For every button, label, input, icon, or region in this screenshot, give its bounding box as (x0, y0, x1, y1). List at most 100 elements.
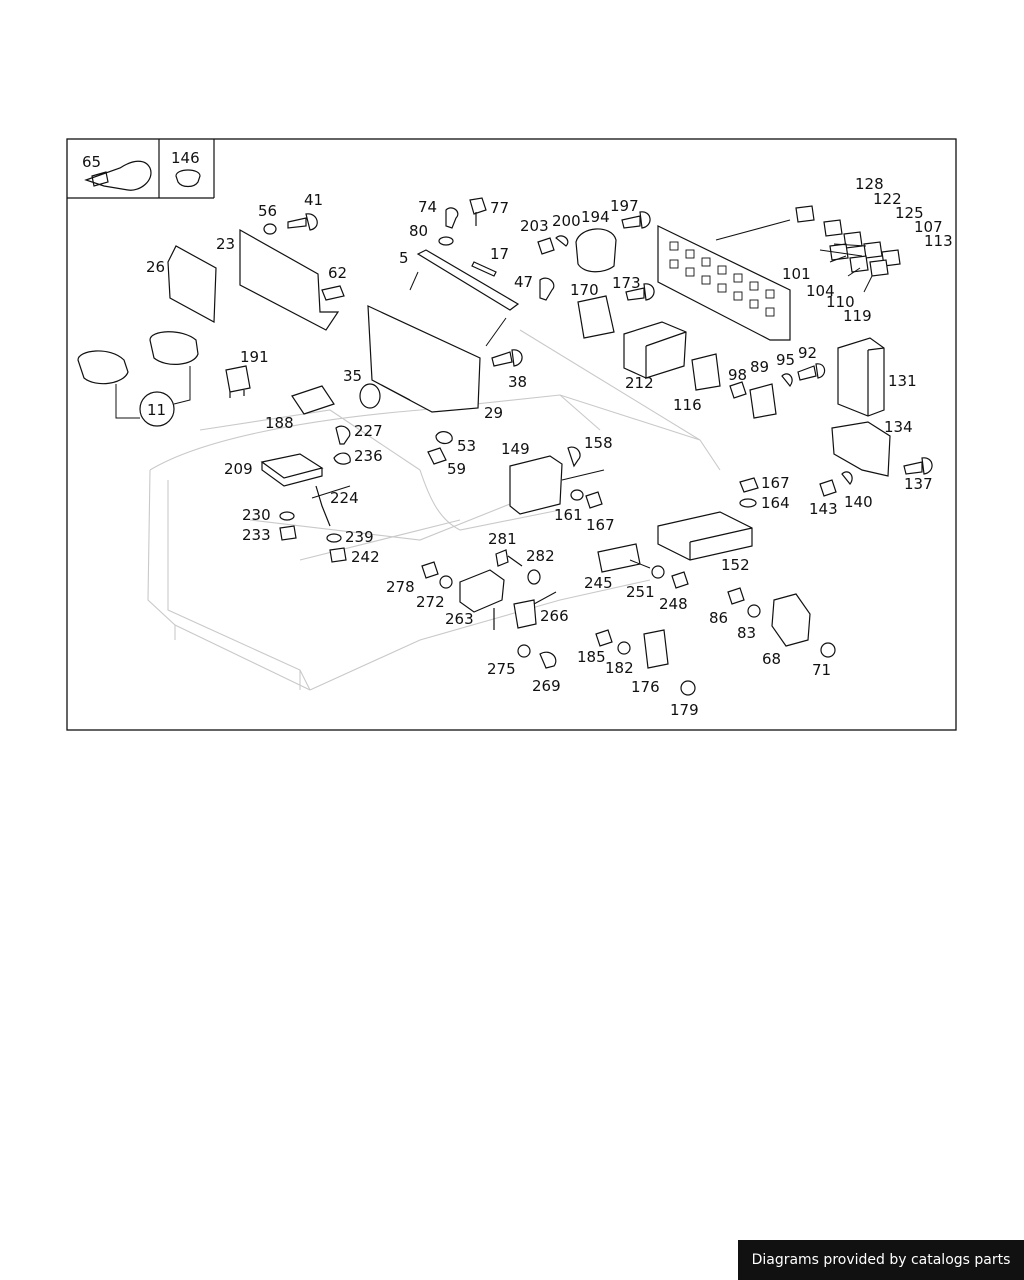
nut-167a (585, 491, 603, 509)
callout-circle-11 (139, 391, 175, 427)
screw-38 (491, 349, 523, 367)
rail-5 (416, 249, 520, 311)
label-272: 272 (416, 593, 445, 611)
washer-251 (651, 565, 665, 579)
nut-143 (819, 479, 837, 497)
washer-239 (326, 533, 342, 543)
label-29: 29 (484, 404, 503, 422)
label-122: 122 (873, 190, 902, 208)
bracket-224 (315, 485, 331, 527)
label-173: 173 (612, 274, 641, 292)
label-116: 116 (673, 396, 702, 414)
label-191: 191 (240, 348, 269, 366)
mount-block-b (149, 331, 199, 365)
label-200: 200 (552, 212, 581, 230)
label-83: 83 (737, 624, 756, 642)
screw-41 (287, 213, 318, 231)
label-80: 80 (409, 222, 428, 240)
label-53: 53 (457, 437, 476, 455)
relay-170 (577, 295, 615, 339)
label-95: 95 (776, 351, 795, 369)
label-282: 282 (526, 547, 555, 565)
label-242: 242 (351, 548, 380, 566)
cap-194 (575, 228, 617, 273)
label-197: 197 (610, 197, 639, 215)
nut-203 (537, 237, 555, 255)
pin-17 (471, 261, 497, 277)
module-212 (623, 321, 687, 379)
label-236: 236 (354, 447, 383, 465)
washer-182 (617, 641, 631, 655)
relay-cluster (795, 205, 901, 277)
label-47: 47 (514, 273, 533, 291)
part-labels: 65 146 56 41 23 26 62 191 11 74 77 80 5 … (82, 149, 953, 719)
label-275: 275 (487, 660, 516, 678)
label-38: 38 (508, 373, 527, 391)
label-56: 56 (258, 202, 277, 220)
screw-47 (539, 277, 555, 301)
label-17: 17 (490, 245, 509, 263)
grommet-146 (175, 169, 201, 188)
screw-74 (445, 207, 459, 229)
label-176: 176 (631, 678, 660, 696)
label-161: 161 (554, 506, 583, 524)
label-98: 98 (728, 366, 747, 384)
relay-191 (225, 365, 251, 398)
label-152: 152 (721, 556, 750, 574)
washer-200 (555, 235, 569, 247)
nut-59 (427, 447, 447, 465)
label-245: 245 (584, 574, 613, 592)
label-104: 104 (806, 282, 835, 300)
label-89: 89 (750, 358, 769, 376)
label-59: 59 (447, 460, 466, 478)
label-125: 125 (895, 204, 924, 222)
nut-98 (729, 381, 747, 399)
label-179: 179 (670, 701, 699, 719)
module-149 (509, 455, 563, 515)
switch-176 (643, 629, 669, 669)
label-131: 131 (888, 372, 917, 390)
nut-86 (727, 587, 745, 605)
tray-29 (367, 305, 481, 413)
label-128: 128 (855, 175, 884, 193)
fuse-slots (669, 241, 775, 317)
module-152 (657, 511, 753, 561)
label-158: 158 (584, 434, 613, 452)
label-251: 251 (626, 583, 655, 601)
label-86: 86 (709, 609, 728, 627)
module-263 (459, 569, 505, 613)
label-149: 149 (501, 440, 530, 458)
screw-158 (567, 446, 581, 468)
screw-197 (621, 211, 651, 229)
cover-131 (837, 337, 885, 417)
label-35: 35 (343, 367, 362, 385)
screw-227 (335, 425, 351, 445)
label-248: 248 (659, 595, 688, 613)
label-119: 119 (843, 307, 872, 325)
label-62: 62 (328, 264, 347, 282)
nut-167b (739, 477, 759, 493)
screw-137 (903, 457, 933, 475)
nut-248 (671, 571, 689, 589)
nut-185 (595, 629, 613, 647)
label-137: 137 (904, 475, 933, 493)
screw-269 (539, 651, 557, 669)
label-134: 134 (884, 418, 913, 436)
label-167b: 167 (761, 474, 790, 492)
grommet-35 (359, 383, 381, 409)
washer-56 (263, 223, 277, 235)
holder-68 (771, 593, 811, 647)
nut-233 (279, 525, 297, 541)
label-230: 230 (242, 506, 271, 524)
label-41: 41 (304, 191, 323, 209)
washer-282 (527, 569, 541, 585)
label-188: 188 (265, 414, 294, 432)
label-11: 11 (147, 401, 166, 419)
label-113: 113 (924, 232, 953, 250)
bracket-266 (493, 599, 537, 630)
label-71: 71 (812, 661, 831, 679)
washer-140 (841, 471, 853, 485)
label-146: 146 (171, 149, 200, 167)
label-74: 74 (418, 198, 437, 216)
fuse-panel (657, 225, 791, 341)
